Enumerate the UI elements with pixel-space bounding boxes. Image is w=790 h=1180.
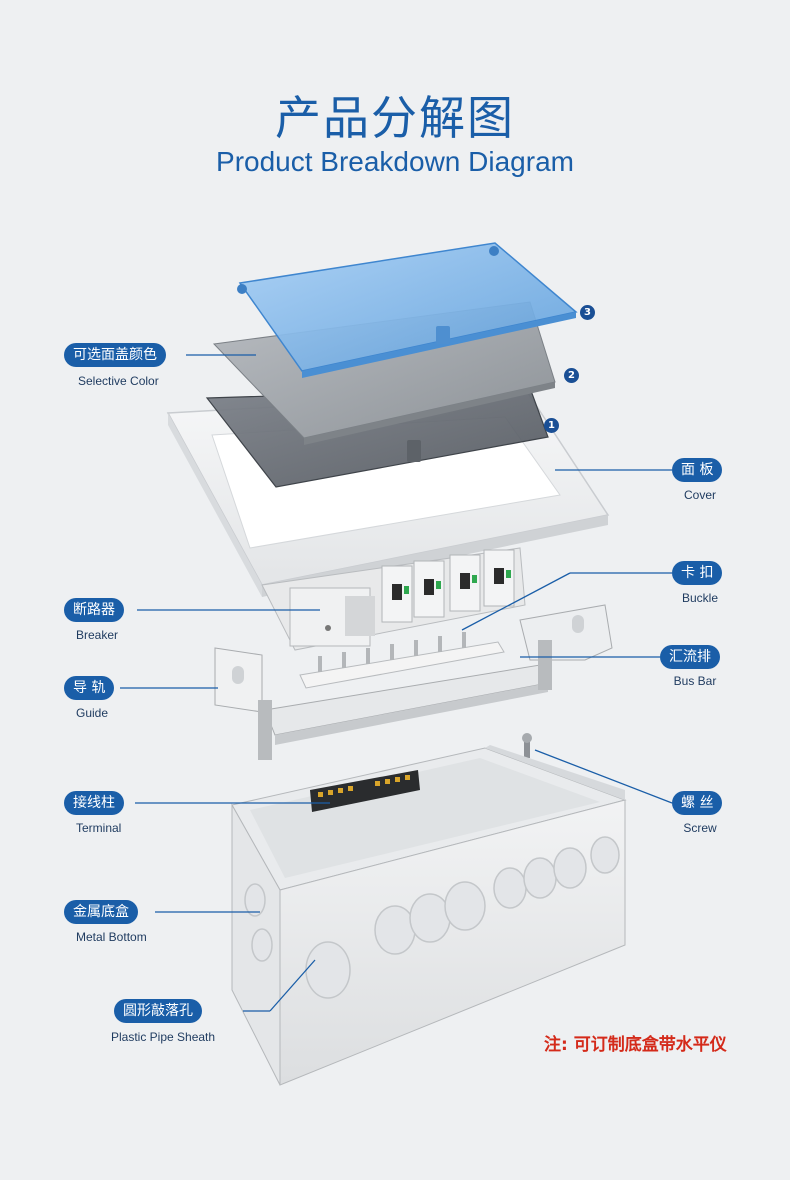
label-bus-bar-en: Bus Bar — [673, 674, 717, 688]
label-guide: 导 轨 — [64, 676, 115, 700]
label-knockout: 圆形敲落孔 — [114, 999, 202, 1023]
label-selective-color: 可选面盖颜色 — [64, 343, 166, 367]
page-title-en: Product Breakdown Diagram — [216, 146, 574, 177]
label-cover: 面 板 — [672, 458, 723, 482]
page-title-cn: 产品分解图 — [275, 91, 515, 145]
terminal-blocks — [310, 770, 420, 812]
label-cover-en: Cover — [683, 488, 716, 502]
marker-2: 2 — [564, 368, 579, 383]
label-terminal: 接线柱 — [64, 791, 124, 815]
marker-3: 3 — [580, 305, 595, 320]
breaker-assembly — [261, 547, 526, 651]
label-screw-en: Screw — [683, 821, 717, 835]
screw — [522, 733, 532, 758]
label-breaker: 断路器 — [64, 598, 124, 622]
label-selective-color-en: Selective Color — [78, 374, 159, 388]
label-breaker-en: Breaker — [76, 628, 119, 642]
label-knockout-en: Plastic Pipe Sheath — [111, 1030, 216, 1044]
label-guide-en: Guide — [76, 706, 109, 720]
label-terminal-en: Terminal — [76, 821, 122, 835]
marker-1: 1 — [544, 418, 559, 433]
din-rail — [214, 604, 613, 760]
label-metal-bottom-en: Metal Bottom — [76, 930, 147, 944]
blue-cover — [237, 242, 578, 378]
label-buckle-en: Buckle — [681, 591, 719, 605]
label-metal-bottom: 金属底盒 — [64, 900, 138, 924]
label-screw: 螺 丝 — [672, 791, 723, 815]
bus-bar — [299, 632, 505, 689]
label-buckle: 卡 扣 — [672, 561, 723, 585]
metal-bottom-box — [231, 745, 627, 1086]
custom-note: 注: 可订制底盒带水平仪 — [544, 1035, 727, 1055]
label-bus-bar: 汇流排 — [660, 645, 720, 669]
